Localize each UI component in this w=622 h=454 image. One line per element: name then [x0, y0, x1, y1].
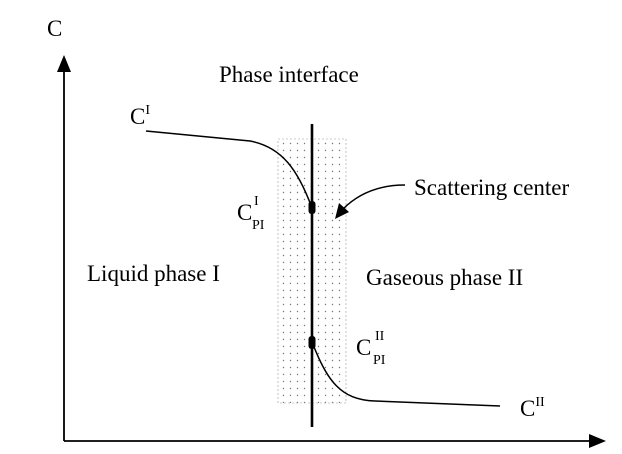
- c-interface-gas-sup: II: [375, 329, 385, 344]
- c-interface-gas-sub: PI: [373, 353, 386, 368]
- y-axis-arrow: [57, 55, 71, 72]
- c-interface-liquid-sub: PI: [252, 218, 265, 233]
- scattering-center-arrow: [342, 184, 406, 210]
- c-gas-sup: II: [535, 395, 545, 410]
- interface-point-gas: [308, 336, 316, 349]
- x-axis-arrow: [589, 434, 606, 448]
- c-liquid-sup: I: [145, 103, 150, 118]
- y-axis-label: C: [47, 16, 62, 41]
- scattering-center-label: Scattering center: [414, 175, 570, 200]
- c-liquid-base: C: [130, 104, 145, 129]
- c-liquid-label: CI: [130, 103, 150, 129]
- interface-point-liquid: [308, 201, 316, 214]
- gas-phase-label: Gaseous phase II: [366, 265, 523, 290]
- c-interface-liquid-sup: I: [254, 194, 259, 209]
- c-interface-gas-base: C: [356, 335, 371, 360]
- liquid-phase-label: Liquid phase I: [87, 261, 220, 286]
- concentration-curve-gas: [311, 341, 501, 407]
- c-gas-label: CII: [520, 395, 545, 421]
- scattering-center-arrowhead: [335, 203, 349, 219]
- concentration-curve-liquid: [145, 130, 313, 209]
- c-interface-liquid-base: C: [237, 200, 252, 225]
- c-gas-base: C: [520, 396, 535, 421]
- interface-title: Phase interface: [219, 62, 359, 87]
